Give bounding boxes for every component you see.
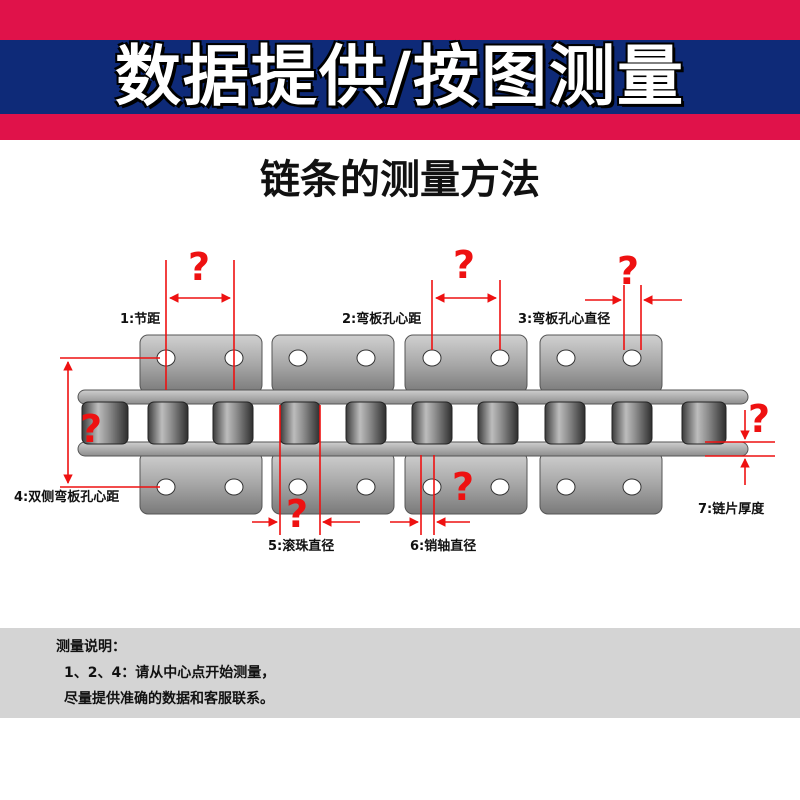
label-plate-hole-distance: 2:弯板孔心距: [342, 311, 421, 327]
chain-link-bars: [77, 389, 749, 457]
label-pin-diameter: 6:销轴直径: [410, 538, 476, 554]
label-roller-diameter: 5:滚珠直径: [268, 538, 334, 554]
question-mark-7: ?: [748, 397, 770, 441]
notes-line-2: 尽量提供准确的数据和客服联系。: [64, 691, 274, 707]
label-plate-hole-diameter: 3:弯板孔心直径: [518, 311, 610, 327]
label-plate-thickness: 7:链片厚度: [698, 501, 765, 517]
top-attachment-plates: [139, 334, 663, 394]
notes-title: 测量说明：: [56, 639, 126, 655]
question-mark-3: ?: [617, 249, 639, 293]
question-mark-6: ?: [452, 465, 474, 509]
label-two-side-hole-distance: 4:双侧弯板孔心距: [14, 489, 119, 505]
question-mark-1: ?: [188, 245, 210, 289]
chain-rollers: [81, 401, 727, 445]
page-subtitle: 链条的测量方法: [260, 157, 540, 203]
notes-line-1: 1、2、4：请从中心点开始测量，: [64, 665, 276, 681]
question-marks: ? ? ? ? ? ? ?: [80, 243, 770, 536]
question-mark-5: ?: [286, 492, 308, 536]
measurement-lines: [60, 260, 775, 535]
chain-diagram: ? ? ? ? ? ? ? 1:节距 2:弯板孔心距 3:弯板孔心直径 4:双侧…: [14, 243, 775, 554]
measurement-notes: 测量说明： 1、2、4：请从中心点开始测量， 尽量提供准确的数据和客服联系。: [0, 628, 800, 718]
banner-band: [0, 40, 800, 114]
measurement-labels: 1:节距 2:弯板孔心距 3:弯板孔心直径 4:双侧弯板孔心距 5:滚珠直径 6…: [14, 311, 765, 554]
bottom-attachment-plates: [139, 451, 663, 515]
banner-title: 数据提供/按图测量: [114, 38, 686, 115]
question-mark-4: ?: [80, 407, 102, 451]
label-pitch: 1:节距: [120, 311, 160, 327]
question-mark-2: ?: [453, 243, 475, 287]
header-banner: 数据提供/按图测量: [0, 0, 800, 140]
